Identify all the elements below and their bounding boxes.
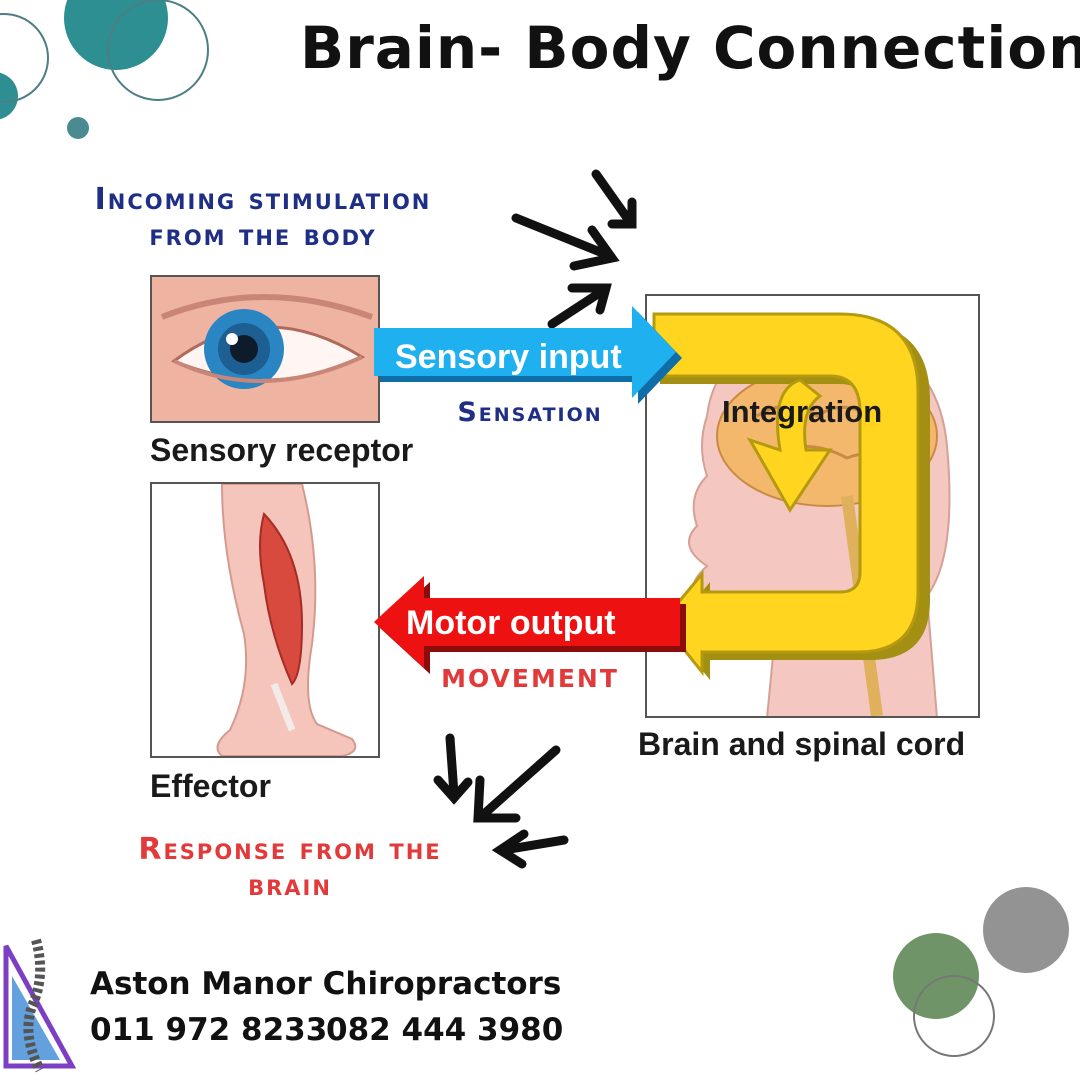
hand-drawn-arrows-incoming: [511, 169, 637, 329]
leg-muscle-icon: [216, 484, 357, 756]
flow-arrows: [374, 306, 930, 680]
response-caption: Response from the brain: [130, 832, 450, 904]
integration-label: Integration: [722, 394, 883, 429]
incoming-caption-line-1: Incoming stimulation: [94, 182, 432, 217]
motor-output-arrow: [374, 576, 680, 668]
page-title: Brain- Body Connection: [300, 14, 1080, 82]
eye-icon: [152, 277, 378, 421]
effector-image: [150, 482, 380, 758]
decorative-circles-bottom-right: [893, 887, 1069, 1057]
brain-label: Brain and spinal cord: [638, 726, 966, 762]
phone-number-1[interactable]: 011 972 8233: [90, 1012, 328, 1048]
sensation-caption: Sensation: [457, 397, 603, 428]
phone-number-2[interactable]: 082 444 3980: [326, 1012, 564, 1048]
sensory-input-arrow: [374, 306, 676, 398]
decorative-circles-top-left: [0, 0, 209, 139]
sensory-input-label: Sensory input: [395, 338, 622, 376]
sensory-receptor-label: Sensory receptor: [150, 432, 414, 468]
motor-output-label: Motor output: [406, 604, 616, 642]
sensory-receptor-image: [150, 275, 380, 423]
incoming-caption: Incoming stimulation from the body: [90, 182, 436, 254]
movement-caption: MOVEMENT: [441, 664, 619, 693]
incoming-caption-line-2: from the body: [149, 218, 377, 253]
integration-curl-arrow: [746, 378, 833, 513]
effector-label: Effector: [150, 768, 271, 804]
company-name: Aston Manor Chiropractors: [90, 966, 562, 1002]
company-logo: [3, 938, 77, 1073]
response-caption-line-1: Response from the: [138, 832, 442, 867]
hand-drawn-arrows-response: [433, 733, 569, 869]
response-caption-line-2: brain: [248, 868, 332, 903]
